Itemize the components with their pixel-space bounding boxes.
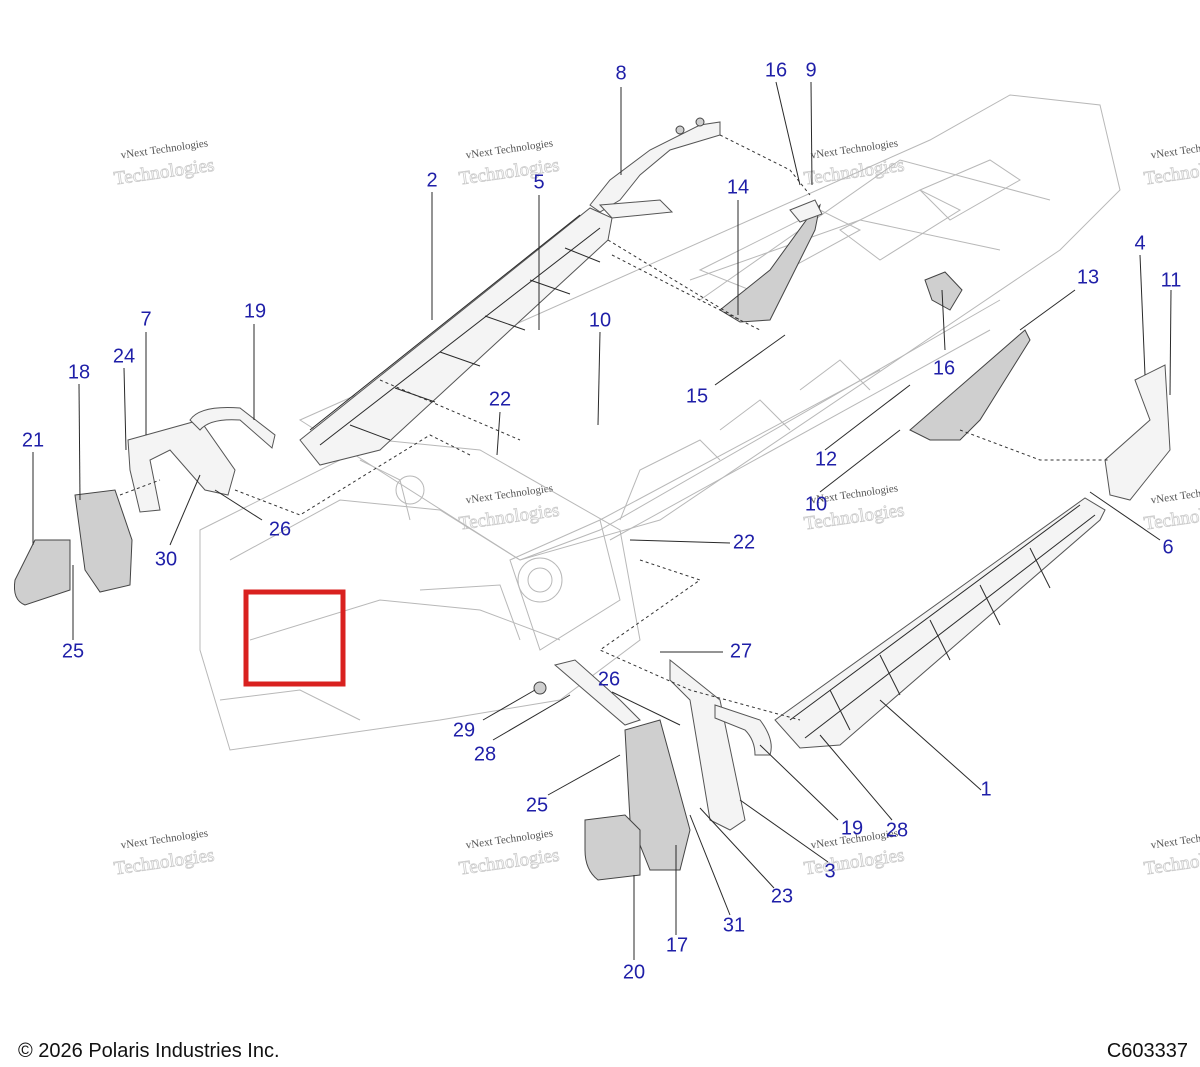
upper-bracket-part <box>924 271 963 311</box>
callout-15[interactable]: 15 <box>686 385 708 407</box>
front-bulkhead <box>199 439 641 751</box>
callout-2[interactable]: 2 <box>426 169 437 191</box>
callout-28a[interactable]: 28 <box>474 743 496 765</box>
callout-31[interactable]: 31 <box>723 914 745 936</box>
callout-24[interactable]: 24 <box>113 345 135 367</box>
callout-16b[interactable]: 16 <box>933 357 955 379</box>
callout-16a[interactable]: 16 <box>765 59 787 81</box>
front-left-bracket-part <box>127 419 236 513</box>
callout-29[interactable]: 29 <box>453 719 475 741</box>
highlight-box <box>243 589 346 687</box>
left-pad-part <box>14 539 71 606</box>
callout-7[interactable]: 7 <box>140 308 151 330</box>
callout-9[interactable]: 9 <box>805 59 816 81</box>
callout-10a[interactable]: 10 <box>589 309 611 331</box>
left-side-panel-part <box>74 489 133 593</box>
callout-1[interactable]: 1 <box>980 778 991 800</box>
callout-8[interactable]: 8 <box>615 62 626 84</box>
callout-4[interactable]: 4 <box>1134 232 1145 254</box>
watermark: vNext Technologies Technologies <box>1142 137 1200 190</box>
watermark: vNext Technologies Technologies <box>457 827 561 880</box>
svg-text:vNext Technologies: vNext Technologies <box>1150 827 1200 851</box>
callout-18[interactable]: 18 <box>68 361 90 383</box>
rear-bracket-part <box>589 117 721 219</box>
left-running-board-part <box>299 207 613 466</box>
watermark: vNext Technologies Technologies <box>1142 482 1200 535</box>
callout-6[interactable]: 6 <box>1162 536 1173 558</box>
side-brace-part <box>909 329 1031 441</box>
callout-11[interactable]: 11 <box>1161 269 1182 291</box>
callout-12[interactable]: 12 <box>815 448 837 470</box>
callout-3[interactable]: 3 <box>824 860 835 882</box>
callout-19a[interactable]: 19 <box>244 300 266 322</box>
copyright-notice: © 2026 Polaris Industries Inc. <box>18 1040 280 1062</box>
callout-5[interactable]: 5 <box>533 171 544 193</box>
callout-17[interactable]: 17 <box>666 934 688 956</box>
watermark: vNext Technologies Technologies <box>802 137 906 190</box>
drawing-id: C603337 <box>1106 1040 1188 1062</box>
callouts: 1 2 3 4 5 6 7 8 9 10 10 11 12 13 14 15 1… <box>22 59 1182 983</box>
front-right-handle-part <box>714 704 772 756</box>
callout-25b[interactable]: 25 <box>526 794 548 816</box>
front-left-handle-part <box>189 407 276 449</box>
callout-20[interactable]: 20 <box>623 961 645 983</box>
callout-14[interactable]: 14 <box>727 176 749 198</box>
right-running-board-part <box>774 497 1106 749</box>
center-brace-part <box>719 199 823 323</box>
callout-26b[interactable]: 26 <box>598 668 620 690</box>
callout-25a[interactable]: 25 <box>62 640 84 662</box>
watermark: vNext Technologies Technologies <box>112 827 216 880</box>
callout-23[interactable]: 23 <box>771 885 793 907</box>
callout-10b[interactable]: 10 <box>805 493 827 515</box>
rear-right-bracket-part <box>1104 364 1171 501</box>
watermark: vNext Technologies Technologies <box>457 482 561 535</box>
callout-22b[interactable]: 22 <box>733 531 755 553</box>
callout-13[interactable]: 13 <box>1077 266 1099 288</box>
small-bracket-part <box>533 659 641 726</box>
assembly-dashed-lines <box>119 134 1110 721</box>
callout-leaders <box>32 81 1172 960</box>
svg-text:vNext Technologies: vNext Technologies <box>1150 137 1200 161</box>
callout-19b[interactable]: 19 <box>841 817 863 839</box>
callout-26a[interactable]: 26 <box>269 518 291 540</box>
chassis-tunnel <box>298 94 1121 561</box>
callout-22a[interactable]: 22 <box>489 388 511 410</box>
watermark: vNext Technologies Technologies <box>1142 827 1200 880</box>
callout-21[interactable]: 21 <box>22 429 44 451</box>
right-pad-part <box>584 814 641 881</box>
callout-30[interactable]: 30 <box>155 548 177 570</box>
svg-text:vNext Technologies: vNext Technologies <box>1150 482 1200 506</box>
watermark: vNext Technologies Technologies <box>457 137 561 190</box>
callout-28b[interactable]: 28 <box>886 819 908 841</box>
callout-27[interactable]: 27 <box>730 640 752 662</box>
watermark: vNext Technologies Technologies <box>112 137 216 190</box>
